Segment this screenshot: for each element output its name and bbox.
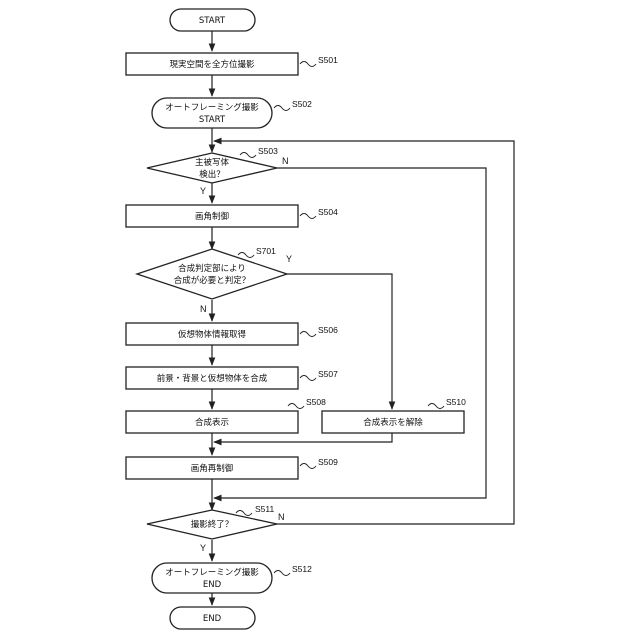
step-label-s510: S510 xyxy=(446,397,466,407)
step-label-s512: S512 xyxy=(292,564,312,574)
node-s509: 画角再制御 xyxy=(126,457,298,479)
node-s510: 合成表示を解除 xyxy=(322,411,464,433)
s701-tilde xyxy=(238,253,254,258)
s506-label: 仮想物体情報取得 xyxy=(178,329,247,340)
s511-yes-label: Y xyxy=(200,543,206,553)
s511-label: 撮影終了？ xyxy=(191,519,234,530)
s511-tilde xyxy=(236,511,252,516)
s508-label: 合成表示 xyxy=(195,417,229,428)
s504-label: 画角制御 xyxy=(195,211,229,222)
start-label: START xyxy=(199,16,226,26)
s502-tilde xyxy=(274,106,290,111)
s509-tilde xyxy=(300,464,316,469)
step-label-s508: S508 xyxy=(306,397,326,407)
s502-label-line1: オートフレーミング撮影 xyxy=(165,102,259,113)
step-label-s507: S507 xyxy=(318,369,338,379)
s701-label-line1: 合成判定部により xyxy=(178,263,246,274)
s503-no-label: N xyxy=(282,156,289,166)
node-s507: 前景・背景と仮想物体を合成 xyxy=(126,367,298,389)
step-label-s504: S504 xyxy=(318,207,338,217)
s503-tilde xyxy=(240,153,256,158)
edge-s701-s510-yes xyxy=(287,274,392,409)
s508-tilde xyxy=(288,404,304,409)
s512-tilde xyxy=(274,571,290,576)
s506-tilde xyxy=(300,332,316,337)
s502-label-line2: START xyxy=(199,115,226,125)
s501-label: 現実空間を全方位撮影 xyxy=(169,59,255,70)
node-s512: オートフレーミング撮影 END xyxy=(152,563,272,593)
step-label-s509: S509 xyxy=(318,457,338,467)
s503-yes-label: Y xyxy=(200,186,206,196)
step-label-s506: S506 xyxy=(318,325,338,335)
node-start: START xyxy=(170,9,255,31)
s512-label-line1: オートフレーミング撮影 xyxy=(165,567,259,578)
s510-label: 合成表示を解除 xyxy=(363,417,423,428)
end-label: END xyxy=(203,614,222,624)
s507-label: 前景・背景と仮想物体を合成 xyxy=(157,373,268,384)
node-s508: 合成表示 xyxy=(126,411,298,433)
step-label-s502: S502 xyxy=(292,99,312,109)
node-s701: 合成判定部により 合成が必要と判定？ xyxy=(137,249,287,299)
node-s511: 撮影終了？ xyxy=(147,510,277,539)
node-s503: 主被写体 検出？ xyxy=(147,153,277,183)
node-s501: 現実空間を全方位撮影 xyxy=(126,53,298,75)
s503-label-line2: 検出？ xyxy=(199,169,225,180)
node-end: END xyxy=(170,607,255,629)
s509-label: 画角再制御 xyxy=(191,463,234,474)
s512-label-line2: END xyxy=(203,580,222,590)
edge-s510-merge xyxy=(214,433,392,442)
step-labels: S501 S502 S503 S504 S701 S506 S507 S508 … xyxy=(255,55,466,574)
step-label-s511: S511 xyxy=(255,504,274,514)
node-s502: オートフレーミング撮影 START xyxy=(152,98,272,128)
s503-label-line1: 主被写体 xyxy=(195,157,230,168)
s511-no-label: N xyxy=(278,512,285,522)
s701-no-label: N xyxy=(200,304,207,314)
s501-tilde xyxy=(300,62,316,67)
node-s504: 画角制御 xyxy=(126,205,298,227)
node-s506: 仮想物体情報取得 xyxy=(126,323,298,345)
s510-tilde xyxy=(428,404,444,409)
step-label-s503: S503 xyxy=(258,146,278,156)
s701-label-line2: 合成が必要と判定？ xyxy=(174,275,251,286)
s507-tilde xyxy=(300,376,316,381)
s504-tilde xyxy=(300,214,316,219)
step-label-s501: S501 xyxy=(318,55,338,65)
s701-yes-label: Y xyxy=(286,254,292,264)
step-label-s701: S701 xyxy=(256,246,276,256)
